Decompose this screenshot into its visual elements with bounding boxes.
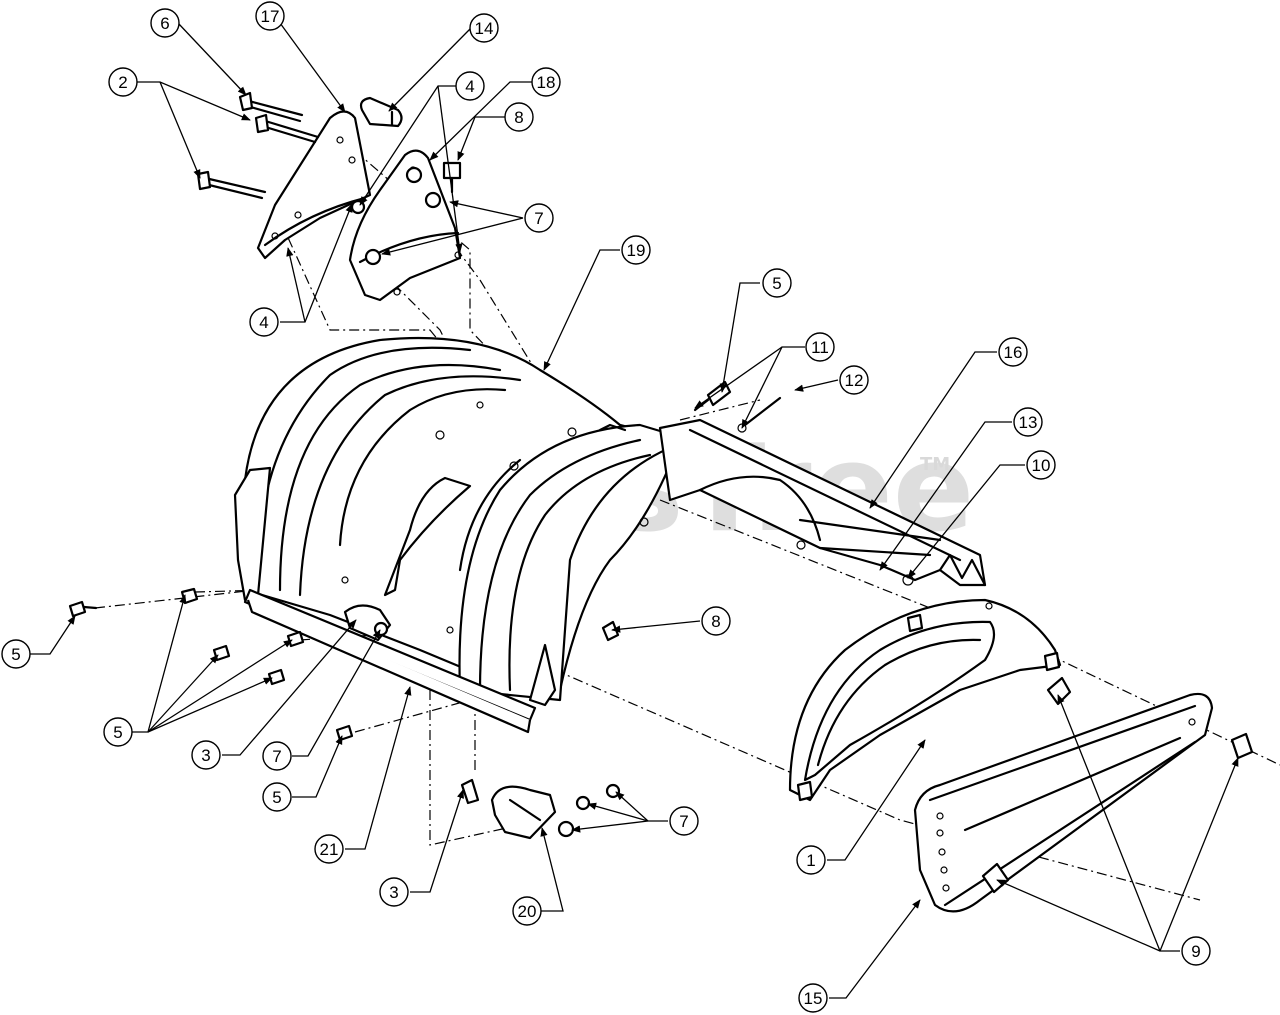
svg-text:18: 18 (537, 73, 556, 92)
callout-19: 19 (621, 235, 651, 265)
callout-4-left: 4 (249, 307, 279, 337)
callout-3-mid: 3 (191, 740, 221, 770)
svg-text:8: 8 (514, 108, 523, 127)
svg-text:17: 17 (261, 7, 280, 26)
callout-11: 11 (805, 332, 835, 362)
upper-nuts (350, 161, 462, 266)
svg-text:5: 5 (113, 723, 122, 742)
svg-text:21: 21 (320, 840, 339, 859)
rear-flange (639, 418, 987, 587)
callouts: 6 17 14 2 4 18 8 7 4 19 5 11 12 16 13 10… (1, 1, 1211, 1013)
svg-text:1: 1 (806, 851, 815, 870)
callout-17: 17 (255, 1, 285, 31)
svg-text:4: 4 (465, 77, 474, 96)
svg-text:3: 3 (201, 746, 210, 765)
main-shroud (233, 336, 692, 707)
watermark-tm: TM (920, 454, 950, 475)
svg-text:9: 9 (1191, 942, 1200, 961)
svg-text:7: 7 (679, 812, 688, 831)
svg-text:5: 5 (272, 788, 281, 807)
side-plate (788, 598, 1062, 802)
callout-1: 1 (796, 845, 826, 875)
lower-rail (243, 588, 537, 734)
callout-7-top: 7 (524, 203, 554, 233)
callout-15: 15 (798, 983, 828, 1013)
callout-16: 16 (998, 337, 1028, 367)
svg-text:16: 16 (1004, 343, 1023, 362)
callout-7-mid: 7 (262, 741, 292, 771)
svg-text:15: 15 (804, 989, 823, 1008)
svg-text:19: 19 (627, 241, 646, 260)
callout-5-bottom: 5 (262, 782, 292, 812)
left-bolts (68, 587, 354, 742)
callout-3-bottom: 3 (379, 877, 409, 907)
callout-20: 20 (512, 896, 542, 926)
callout-9: 9 (1181, 936, 1211, 966)
callout-5-top: 5 (762, 268, 792, 298)
callout-21: 21 (314, 834, 344, 864)
lower-bracket (460, 778, 621, 840)
callout-4-top: 4 (455, 71, 485, 101)
svg-text:20: 20 (518, 902, 537, 921)
svg-text:5: 5 (11, 645, 20, 664)
callout-18: 18 (531, 67, 561, 97)
svg-text:7: 7 (534, 209, 543, 228)
svg-text:3: 3 (389, 883, 398, 902)
callout-10: 10 (1026, 450, 1056, 480)
callout-12: 12 (839, 365, 869, 395)
svg-text:6: 6 (160, 14, 169, 33)
skid-plate (913, 692, 1214, 913)
upper-bolts (196, 91, 320, 200)
knobs (981, 676, 1254, 894)
callout-8-top: 8 (504, 102, 534, 132)
svg-text:10: 10 (1032, 456, 1051, 475)
svg-text:4: 4 (259, 313, 268, 332)
callout-14: 14 (469, 13, 499, 43)
callout-7-bottom: 7 (669, 806, 699, 836)
svg-text:14: 14 (475, 19, 494, 38)
svg-text:8: 8 (711, 612, 720, 631)
svg-text:11: 11 (811, 338, 829, 357)
svg-text:5: 5 (772, 274, 781, 293)
callout-2: 2 (108, 67, 138, 97)
callout-6: 6 (150, 8, 180, 38)
svg-text:7: 7 (272, 747, 281, 766)
callout-13: 13 (1013, 407, 1043, 437)
svg-text:2: 2 (118, 73, 127, 92)
svg-text:12: 12 (845, 371, 864, 390)
callout-5-group: 5 (103, 717, 133, 747)
svg-text:13: 13 (1019, 413, 1038, 432)
callout-8-mid: 8 (701, 606, 731, 636)
leader-lines (30, 22, 1239, 999)
callout-5-left: 5 (1, 639, 31, 669)
